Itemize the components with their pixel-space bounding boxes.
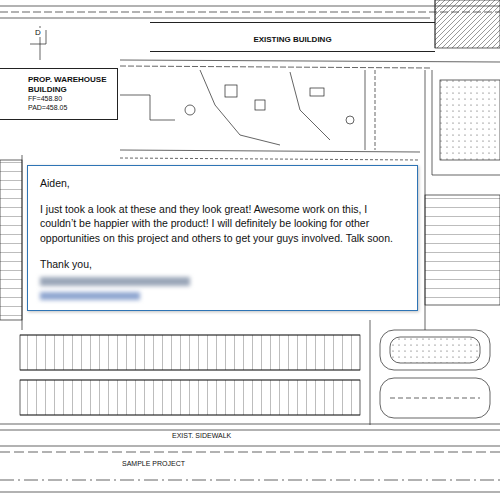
section-marker: D [33,28,43,37]
warehouse-building: PROP. WAREHOUSE BUILDINGFF=458.80PAD=458… [0,68,118,120]
building-name: PROP. WAREHOUSE BUILDING [28,75,111,95]
redacted-email [40,292,140,300]
redacted-signature [40,277,190,286]
building-name: EXISTING BUILDING [250,35,334,44]
pad-elevation: PAD=458.05 [28,104,111,113]
existing-building: EXISTING BUILDING [150,22,435,52]
email-body: I just took a look at these and they loo… [40,202,405,245]
email-card: Aiden, I just took a look at these and th… [27,165,418,311]
email-greeting: Aiden, [40,176,405,190]
sidewalk-label: EXIST. SIDEWALK [170,432,233,439]
finish-floor-elevation: FF=458.80 [28,95,111,104]
email-signoff: Thank you, [40,257,405,271]
project-label: SAMPLE PROJECT [120,460,187,467]
